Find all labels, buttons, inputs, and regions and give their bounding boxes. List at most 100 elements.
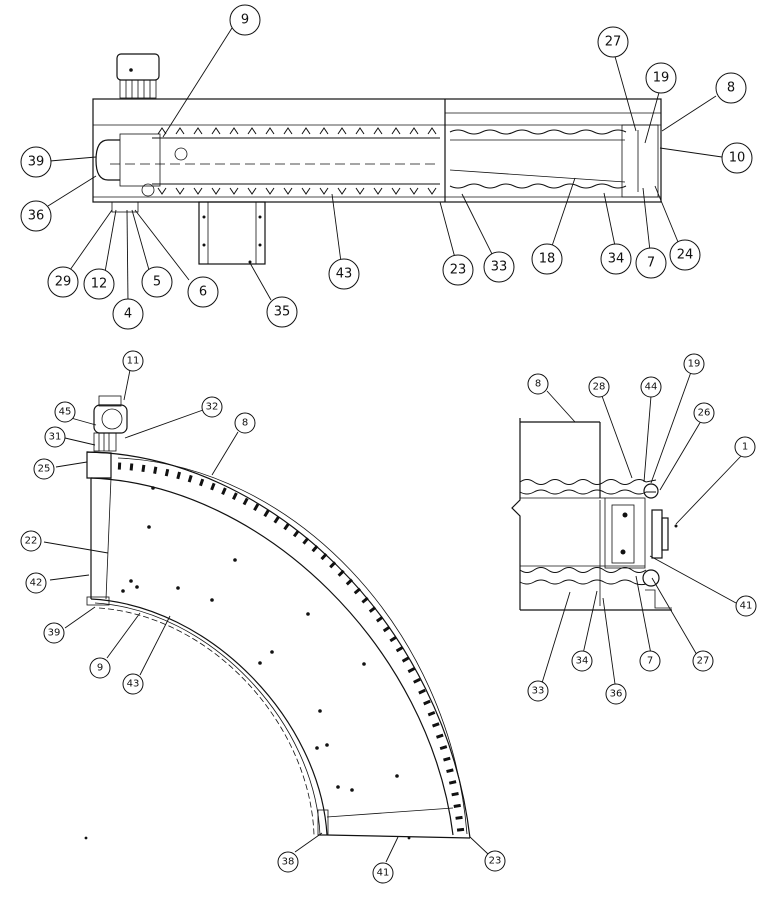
svg-text:32: 32: [206, 402, 219, 413]
callout-19: 19: [645, 62, 677, 94]
svg-text:31: 31: [49, 432, 62, 443]
svg-text:7: 7: [647, 656, 653, 667]
svg-text:42: 42: [30, 578, 43, 589]
callout-19: 19: [683, 353, 705, 375]
curve-frame: [86, 451, 471, 839]
svg-text:9: 9: [241, 13, 249, 28]
callout-8: 8: [715, 72, 747, 104]
svg-text:4: 4: [124, 307, 132, 322]
callout-35: 35: [266, 296, 298, 328]
svg-text:36: 36: [28, 209, 45, 224]
svg-text:1: 1: [742, 442, 748, 453]
svg-text:11: 11: [127, 356, 140, 367]
svg-text:43: 43: [336, 267, 353, 282]
svg-text:39: 39: [48, 628, 61, 639]
callout-33: 33: [527, 680, 549, 702]
svg-text:23: 23: [489, 856, 502, 867]
svg-text:18: 18: [539, 252, 556, 267]
callout-5: 5: [141, 266, 173, 298]
callout-39: 39: [20, 146, 52, 178]
callout-41: 41: [735, 595, 757, 617]
svg-text:26: 26: [698, 408, 711, 419]
top-view: 9 27 19 8 10 39 36 29 12 5 6 4 35 43 23 …: [20, 4, 753, 330]
callout-33: 33: [483, 251, 515, 283]
callout-36: 36: [20, 200, 52, 232]
callout-32: 32: [201, 396, 223, 418]
svg-text:12: 12: [91, 277, 108, 292]
svg-text:27: 27: [697, 656, 710, 667]
drive-shaft-top: [174, 147, 188, 161]
top-view-leaders: [47, 27, 723, 303]
svg-text:39: 39: [28, 155, 45, 170]
callout-38: 38: [277, 851, 299, 873]
svg-text:29: 29: [55, 275, 72, 290]
callout-24: 24: [669, 239, 701, 271]
detail-view-leaders: [541, 371, 743, 685]
svg-text:24: 24: [677, 248, 694, 263]
callout-23: 23: [442, 254, 474, 286]
callout-45: 45: [54, 401, 76, 423]
svg-text:19: 19: [688, 359, 701, 370]
callout-42: 42: [25, 572, 47, 594]
svg-text:25: 25: [38, 464, 51, 475]
callout-34: 34: [600, 243, 632, 275]
callout-9: 9: [89, 657, 111, 679]
callout-39: 39: [43, 622, 65, 644]
callout-27: 27: [597, 26, 629, 58]
detail-chain-lower: [519, 567, 647, 586]
svg-text:22: 22: [25, 536, 38, 547]
callout-7: 7: [635, 247, 667, 279]
pulley-housing: [119, 133, 161, 187]
callout-43: 43: [328, 258, 360, 290]
svg-text:41: 41: [740, 601, 753, 612]
svg-text:36: 36: [610, 689, 623, 700]
detail-chain-upper: [519, 479, 657, 495]
callout-1: 1: [734, 436, 756, 458]
callout-26: 26: [693, 402, 715, 424]
svg-text:34: 34: [608, 252, 625, 267]
tail-pulley: [620, 483, 678, 587]
callout-28: 28: [588, 376, 610, 398]
svg-text:8: 8: [242, 418, 248, 429]
callout-43: 43: [122, 673, 144, 695]
detail-view-callouts: 8 28 44 19 26 1 41 27 7 36 34 33: [527, 353, 757, 705]
svg-text:28: 28: [593, 382, 606, 393]
callout-36: 36: [605, 683, 627, 705]
svg-text:9: 9: [97, 663, 103, 674]
callout-31: 31: [44, 426, 66, 448]
svg-text:38: 38: [282, 857, 295, 868]
curve-view-leaders: [43, 369, 489, 863]
mounting-plate: [198, 201, 266, 265]
drive-foot: [111, 201, 139, 213]
callout-8: 8: [234, 412, 256, 434]
curve-view: 11 45 32 31 8 25 22 42 39 9 43 38 41 23: [20, 350, 506, 884]
svg-text:7: 7: [647, 256, 655, 271]
callout-9: 9: [229, 4, 261, 36]
callout-7: 7: [639, 650, 661, 672]
svg-text:27: 27: [605, 35, 622, 50]
callout-44: 44: [640, 376, 662, 398]
callout-34: 34: [571, 650, 593, 672]
lower-chain: [152, 183, 627, 195]
svg-text:45: 45: [59, 407, 72, 418]
svg-text:33: 33: [532, 686, 545, 697]
svg-text:10: 10: [729, 151, 746, 166]
upper-chain: [152, 127, 627, 139]
callout-12: 12: [83, 268, 115, 300]
callout-6: 6: [187, 276, 219, 308]
svg-text:41: 41: [377, 868, 390, 879]
return-pulley: [95, 139, 120, 181]
drive-motor: [116, 53, 160, 99]
callout-11: 11: [122, 350, 144, 372]
curve-drive-motor: [93, 395, 128, 452]
svg-text:43: 43: [127, 679, 140, 690]
curve-view-callouts: 11 45 32 31 8 25 22 42 39 9 43 38 41 23: [20, 350, 506, 884]
callout-18: 18: [531, 243, 563, 275]
callout-25: 25: [33, 458, 55, 480]
callout-4: 4: [112, 298, 144, 330]
top-view-callouts: 9 27 19 8 10 39 36 29 12 5 6 4 35 43 23 …: [20, 4, 753, 330]
conveyor-frame: [92, 98, 662, 203]
svg-text:33: 33: [491, 260, 508, 275]
svg-text:35: 35: [274, 305, 291, 320]
